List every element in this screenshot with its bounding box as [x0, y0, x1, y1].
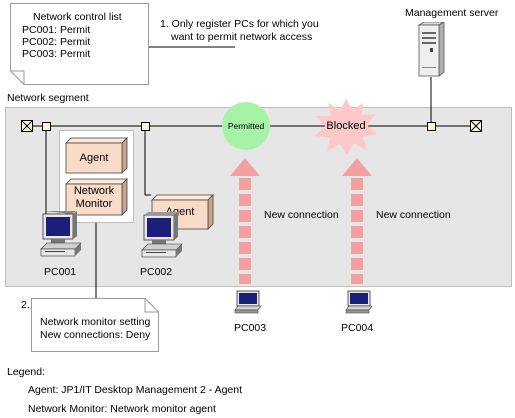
tap-connector — [141, 122, 150, 131]
agent-label: Agent — [79, 152, 109, 164]
permitted-circle — [222, 102, 270, 150]
new-connection-label: New connection — [264, 209, 339, 221]
tap-connector — [427, 122, 436, 131]
control-list-row: PC003: Permit — [22, 48, 91, 60]
left-terminator-icon — [21, 120, 33, 132]
tap-connector — [42, 122, 51, 131]
network-monitor-label-line1: Network — [73, 185, 115, 197]
control-list-row: PC001: Permit — [22, 24, 91, 36]
step1-text-line1: 1. Only register PCs for which you — [160, 18, 319, 30]
step1-text-line2: want to permit network access — [171, 31, 313, 43]
laptop-icon — [345, 290, 373, 314]
step2-number: 2. — [21, 299, 30, 311]
legend-title: Legend: — [7, 366, 45, 378]
new-connection-label: New connection — [376, 209, 451, 221]
agent-box — [65, 137, 128, 174]
legend-agent: Agent: JP1/IT Desktop Management 2 - Age… — [28, 384, 243, 396]
management-server-label: Management server — [405, 7, 499, 19]
control-list-title: Network control list — [33, 11, 122, 23]
pc002-label: PC002 — [140, 266, 173, 278]
desktop-computer-icon — [141, 212, 183, 258]
new-connection-arrow-icon — [230, 158, 260, 284]
step2-text-line1: Network monitor setting — [40, 316, 151, 328]
step2-text-line2: New connections: Deny — [40, 329, 151, 341]
network-monitor-label-line2: Monitor — [75, 198, 113, 210]
network-segment-label: Network segment — [7, 92, 89, 104]
blocked-label: Blocked — [326, 120, 366, 132]
new-connection-arrow-icon — [342, 158, 372, 284]
desktop-computer-icon — [40, 211, 82, 257]
blocked-burst-icon — [315, 99, 377, 155]
right-terminator-icon — [470, 120, 482, 132]
laptop-icon — [234, 290, 262, 314]
network-monitor-box — [65, 178, 128, 216]
permitted-label: Permitted — [227, 121, 265, 131]
pc004-label: PC004 — [341, 322, 374, 334]
pc003-label: PC003 — [234, 322, 267, 334]
pc001-label: PC001 — [44, 266, 77, 278]
server-icon — [417, 22, 445, 77]
legend-monitor: Network Monitor: Network monitor agent — [28, 403, 216, 415]
control-list-row: PC002: Permit — [22, 36, 91, 48]
